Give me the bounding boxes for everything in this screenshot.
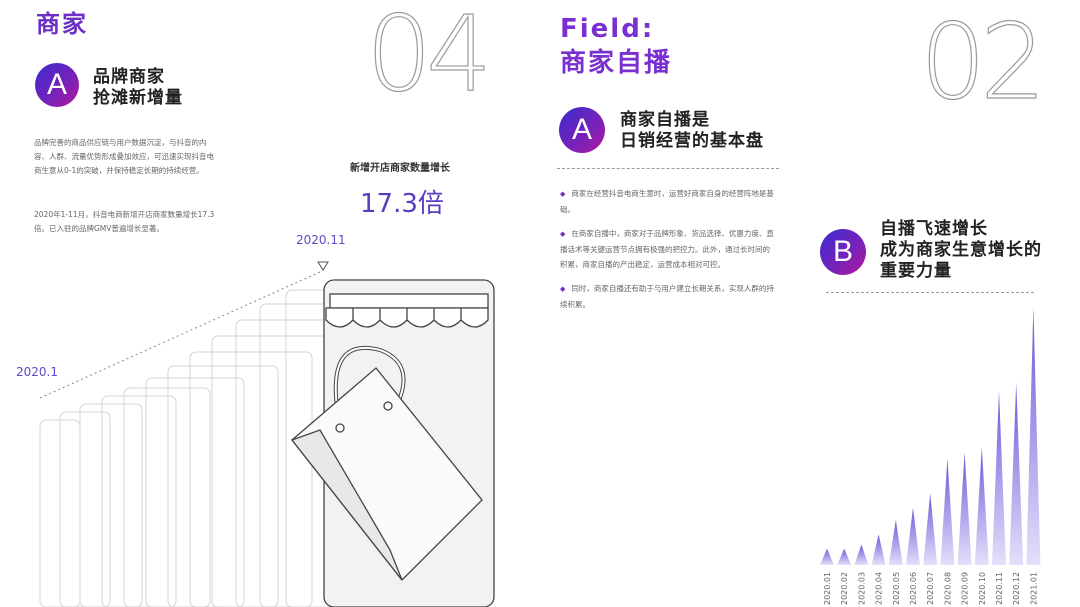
- tick-label: 2020.11: [995, 572, 1004, 605]
- diamond-icon: ◆: [560, 190, 566, 198]
- spike-2020.10: [974, 447, 989, 565]
- tick-label: 2020.08: [943, 572, 952, 605]
- tick-label: 2020.10: [978, 572, 987, 605]
- bullet-item: ◆在商家自播中，商家对于品牌形象、货品选择、优惠力度、直播话术等关键运营节点拥有…: [560, 229, 774, 269]
- spike-2020.02: [837, 548, 852, 565]
- tick-label: 2020.07: [926, 572, 935, 605]
- left-title: 商家: [36, 10, 88, 38]
- left-para1: 品牌完善的商品供应链与用户数据沉淀，与抖音的内容、人群、流量优势形成叠加效应，可…: [34, 138, 214, 175]
- tick-label: 2020.02: [840, 572, 849, 605]
- date-end-label: 2020.11: [296, 233, 346, 247]
- right-a-line1: 商家自播是: [620, 110, 710, 130]
- spike-2020.05: [888, 519, 903, 565]
- tick-label: 2020.04: [875, 572, 884, 605]
- left-subtitle-line1: 品牌商家: [93, 67, 165, 87]
- right-title-line1: Field:: [560, 14, 655, 44]
- tick-label: 2020.09: [961, 572, 970, 605]
- trend-dashed-line: [39, 271, 321, 399]
- stat-value: 17.3倍: [360, 189, 444, 219]
- left-badge-a: A: [35, 63, 79, 107]
- tick-label: 2020.05: [892, 572, 901, 605]
- divider-a: [557, 168, 779, 169]
- shopping-bag-icon: [290, 345, 483, 581]
- bullet-list: ◆商家在经营抖音电商生意时，运营好商家自身的经营阵地是基础。 ◆在商家自播中，商…: [560, 186, 776, 312]
- bullet-item: ◆商家在经营抖音电商生意时，运营好商家自身的经营阵地是基础。: [560, 189, 774, 214]
- spike-2020.09: [957, 452, 972, 565]
- tick-label: 2020.01: [823, 572, 832, 605]
- storefront-illustration: [39, 261, 495, 607]
- growth-spike-chart: 2020.01 2020.02 2020.03 2020.04 2020.05 2020.…: [820, 307, 1041, 605]
- left-para2: 2020年1-11月，抖音电商新增开店商家数量增长17.3倍。已入驻的品牌GMV…: [34, 210, 215, 233]
- tick-label: 2020.12: [1012, 572, 1021, 605]
- spike-2021.01: [1026, 307, 1041, 565]
- spike-2020.07: [923, 493, 938, 565]
- spike-2020.04: [871, 534, 886, 565]
- right-badge-a: A: [559, 107, 605, 153]
- divider-b: [826, 292, 1034, 293]
- right-a-line2: 日销经营的基本盘: [620, 131, 764, 151]
- right-b-line1: 自播飞速增长: [880, 219, 988, 239]
- bullet-item: ◆同时，商家自播还有助于与用户建立长期关系，实现人群的持续积累。: [560, 284, 774, 309]
- tick-label: 2021.01: [1029, 572, 1038, 605]
- stat-label: 新增开店商家数量增长: [350, 163, 450, 174]
- right-big-number: 02: [919, 1, 1047, 123]
- right-title: Field: 商家自播: [560, 12, 672, 80]
- date-start-label: 2020.1: [16, 365, 58, 379]
- diamond-icon: ◆: [560, 230, 566, 238]
- right-a-heading: 商家自播是 日销经营的基本盘: [620, 110, 764, 152]
- left-subtitle-line2: 抢滩新增量: [93, 88, 183, 108]
- right-b-line3: 重要力量: [880, 261, 952, 281]
- left-big-number: 04: [365, 0, 493, 115]
- right-title-line2: 商家自播: [560, 48, 673, 78]
- right-badge-b: B: [820, 229, 866, 275]
- spike-2020.06: [906, 507, 920, 565]
- spike-2020.12: [1009, 382, 1024, 565]
- spike-2020.11: [992, 390, 1006, 565]
- triangle-marker-icon: [317, 261, 329, 271]
- left-subtitle: 品牌商家 抢滩新增量: [93, 67, 183, 109]
- spike-2020.03: [854, 544, 869, 565]
- right-b-heading: 自播飞速增长 成为商家生意增长的 重要力量: [880, 219, 1042, 282]
- tick-label: 2020.06: [909, 572, 918, 605]
- right-b-line2: 成为商家生意增长的: [880, 240, 1042, 260]
- diamond-icon: ◆: [560, 285, 566, 293]
- spike-2020.08: [940, 458, 955, 565]
- spike-2020.01: [820, 548, 834, 565]
- tick-label: 2020.03: [857, 572, 866, 605]
